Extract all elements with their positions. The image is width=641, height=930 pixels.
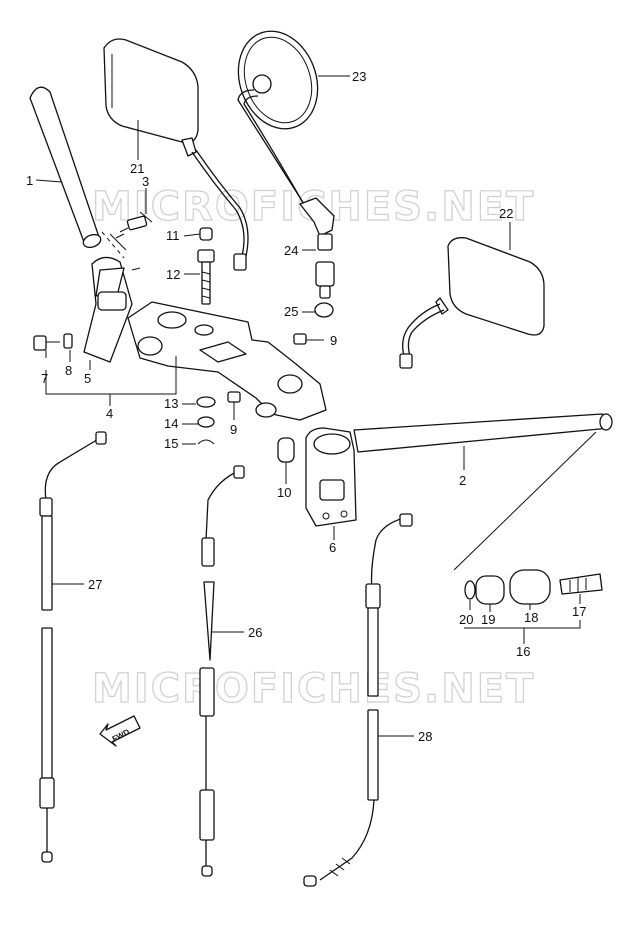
cap-part-11 (199, 227, 213, 241)
washer-part-20 (464, 580, 476, 600)
label-part-18: 18 (524, 610, 538, 625)
watermark-bottom: MICROFICHES.NET (92, 666, 535, 712)
handlebar-part (353, 413, 613, 453)
screw-part-3 (109, 211, 153, 251)
nut-part-14 (197, 416, 215, 428)
right-mirror-part (399, 237, 545, 369)
label-part-8: 8 (65, 363, 72, 378)
left-mirror-part (103, 38, 249, 271)
screw-part-7 (33, 335, 60, 351)
label-part-23: 23 (352, 69, 366, 84)
label-part-11: 11 (166, 228, 180, 243)
label-part-14: 14 (164, 416, 178, 431)
nut-part-8 (63, 333, 73, 349)
part-labels: 1 2 3 4 5 6 7 8 9 9 10 11 12 13 14 15 16… (26, 69, 586, 744)
adjuster-part-24 (315, 261, 335, 299)
label-part-5: 5 (84, 371, 91, 386)
label-part-3: 3 (142, 174, 149, 189)
label-part-24: 24 (284, 243, 298, 258)
label-part-2: 2 (459, 473, 466, 488)
label-part-10: 10 (277, 485, 291, 500)
handlebar-bracket-part (127, 301, 327, 421)
fwd-arrow-icon: FWD (99, 715, 141, 747)
weight-part-18 (509, 569, 551, 605)
cable-part-28 (303, 513, 413, 887)
label-part-22: 22 (499, 206, 513, 221)
label-part-28: 28 (418, 729, 432, 744)
label-part-21: 21 (130, 161, 144, 176)
label-part-16: 16 (516, 644, 530, 659)
bolt-part-12 (197, 249, 215, 305)
left-grip-part (29, 86, 102, 249)
label-part-20: 20 (459, 612, 473, 627)
screw-part-17 (559, 573, 603, 595)
label-part-9b: 9 (230, 422, 237, 437)
label-part-12: 12 (166, 267, 180, 282)
cable-part-27 (39, 431, 107, 863)
round-mirror-part (237, 30, 335, 251)
label-part-15: 15 (164, 436, 178, 451)
right-holder-part (305, 427, 357, 527)
label-part-1: 1 (26, 173, 33, 188)
label-part-17: 17 (572, 604, 586, 619)
label-part-7: 7 (41, 371, 48, 386)
washer-part-13 (196, 396, 216, 408)
leader-lines (35, 75, 597, 737)
label-part-6: 6 (329, 540, 336, 555)
nut-part-25 (314, 302, 334, 318)
weight-part-19 (475, 575, 505, 605)
label-part-26: 26 (248, 625, 262, 640)
left-holder-part (83, 256, 133, 363)
block-part-9-bottom (227, 391, 241, 403)
label-part-25: 25 (284, 304, 298, 319)
label-part-4: 4 (106, 406, 113, 421)
block-part-9-top (293, 333, 307, 345)
label-part-13: 13 (164, 396, 178, 411)
pin-part-15 (197, 439, 215, 445)
label-part-19: 19 (481, 612, 495, 627)
cable-part-26 (199, 465, 245, 877)
knob-part-10 (277, 437, 295, 463)
label-part-9a: 9 (330, 333, 337, 348)
label-part-27: 27 (88, 577, 102, 592)
